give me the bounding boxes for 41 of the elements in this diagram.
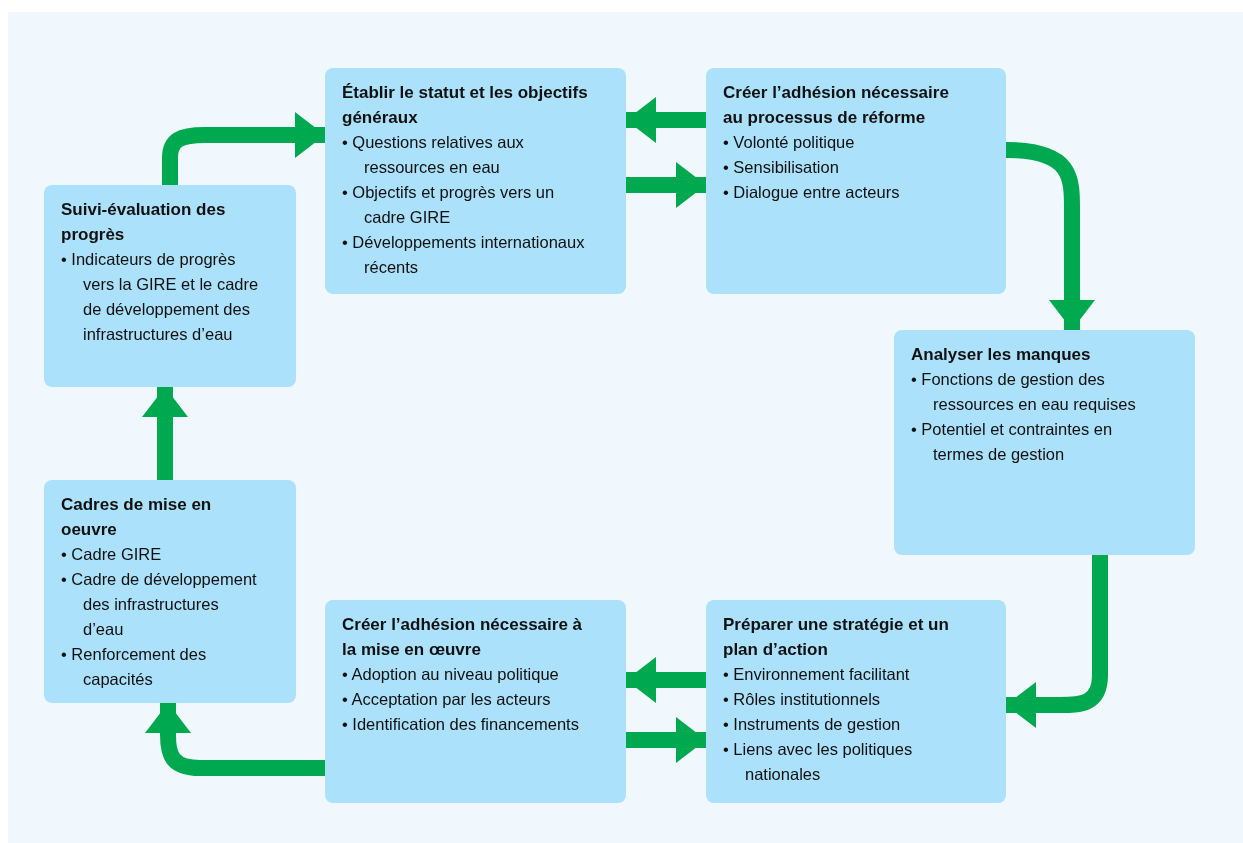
bullet-item: • Environnement facilitant [723,664,911,685]
step-box [44,480,296,703]
bullet-item: • Cadre de développement des infrastructures d’eau [61,569,258,640]
bullet-item: • Instruments de gestion [723,714,902,735]
block-arrow [626,162,706,208]
bullet-item: • Volonté politique [723,132,856,153]
bullet-item: • Objectifs et progrès vers un cadre GIRE [342,182,556,228]
box-heading: Créer l’adhésion nécessaire au processus de réforme [723,82,950,129]
block-arrow [145,703,325,776]
box-heading: Établir le statut et les objectifs généraux [342,82,589,129]
box-heading: Suivi-évaluation des progrès [61,199,227,246]
bullet-item: • Indicateurs de progrès vers la GIRE et le cadre de développement des infrastructures d’eau [61,249,260,345]
block-arrow [1006,555,1108,728]
bullet-item: • Acceptation par les acteurs [342,689,552,710]
step-box [706,600,1006,803]
bullet-item: • Adoption au niveau politique [342,664,560,685]
block-arrow [162,112,325,185]
bullet-item: • Liens avec les politiques nationales [723,739,914,785]
bullet-item: • Potentiel et contraintes en termes de gestion [911,419,1114,465]
bullet-item: • Questions relatives aux ressources en eau [342,132,525,178]
bullet-item: • Cadre GIRE [61,544,163,565]
box-heading: Préparer une stratégie et un plan d’action [723,614,950,661]
block-arrow [626,97,706,143]
block-arrow [626,717,706,763]
step-box [325,600,626,803]
step-box [44,185,296,387]
block-arrow [142,387,188,480]
bullet-item: • Sensibilisation [723,157,840,178]
block-arrow [626,657,706,703]
box-heading: Cadres de mise en oeuvre [61,494,213,541]
box-heading: Créer l’adhésion nécessaire à la mise en œuvre [342,614,584,661]
bullet-item: • Identification des financements [342,714,580,735]
step-box [894,330,1195,555]
step-box [325,68,626,294]
bullet-item: • Fonctions de gestion des ressources en eau requises [911,369,1137,415]
bullet-item: • Dialogue entre acteurs [723,182,901,203]
step-box [706,68,1006,294]
bullet-item: • Rôles institutionnels [723,689,882,710]
box-heading: Analyser les manques [911,344,1092,366]
bullet-item: • Développements internationaux récents [342,232,586,278]
bullet-item: • Renforcement des capacités [61,644,208,690]
